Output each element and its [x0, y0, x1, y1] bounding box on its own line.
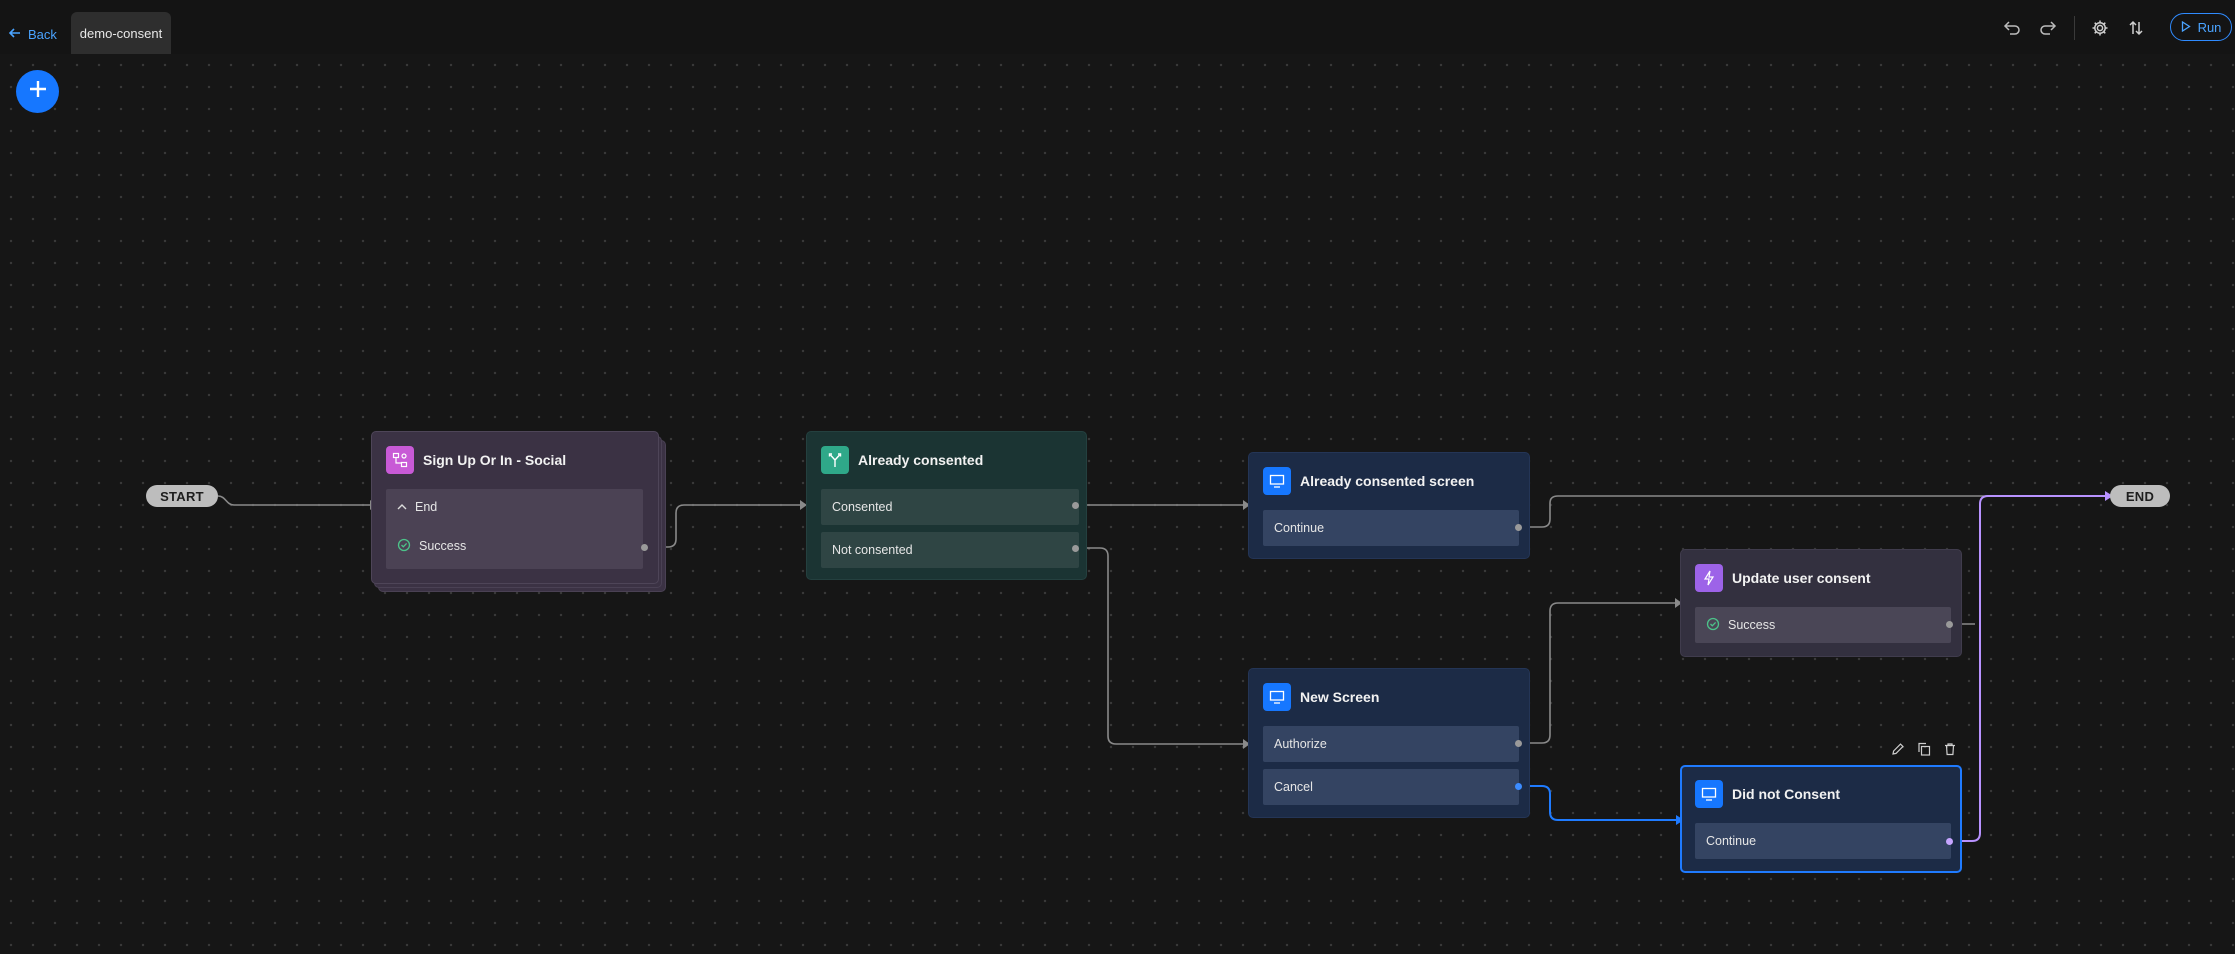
pencil-icon[interactable] — [1889, 740, 1906, 757]
output-handle[interactable] — [1072, 545, 1079, 552]
output-cancel[interactable]: Cancel — [1263, 769, 1519, 805]
node-title: Did not Consent — [1732, 786, 1841, 802]
output-continue[interactable]: Continue — [1695, 823, 1951, 859]
run-button[interactable]: Run — [2170, 13, 2232, 41]
edge-screen-end — [1519, 495, 2110, 528]
output-handle[interactable] — [1946, 621, 1953, 628]
node-title: Already consented screen — [1300, 473, 1475, 489]
back-label: Back — [28, 26, 57, 42]
edge-not-consented-new-screen — [1075, 547, 1243, 745]
edge-authorize-update — [1519, 602, 1675, 744]
node-already-consented-screen[interactable]: Already consented screen Continue — [1248, 452, 1530, 559]
node-title: Sign Up Or In - Social — [423, 452, 567, 468]
output-not-consented[interactable]: Not consented — [821, 532, 1079, 568]
output-handle[interactable] — [1515, 783, 1522, 790]
chevron-up-icon — [397, 500, 407, 514]
output-label: Continue — [1706, 834, 1757, 848]
node-header: Already consented — [821, 446, 983, 474]
output-label: Cancel — [1274, 780, 1313, 794]
output-label: Authorize — [1274, 737, 1327, 751]
edge-signup-already-consented — [645, 504, 800, 548]
sort-arrows-icon[interactable] — [2122, 14, 2150, 42]
flow-icon — [386, 446, 414, 474]
trash-icon[interactable] — [1941, 740, 1958, 757]
run-label: Run — [2197, 19, 2222, 35]
output-label: Consented — [832, 500, 893, 514]
output-label: End — [415, 500, 438, 514]
output-handle[interactable] — [1515, 524, 1522, 531]
tab-demo-consent[interactable]: demo-consent — [71, 12, 171, 54]
output-continue[interactable]: Continue — [1263, 510, 1519, 546]
output-handle[interactable] — [1946, 838, 1953, 845]
gear-icon[interactable] — [2086, 14, 2114, 42]
output-handle[interactable] — [1072, 502, 1079, 509]
monitor-icon — [1263, 467, 1291, 495]
node-already-consented[interactable]: Already consented Consented Not consente… — [806, 431, 1087, 580]
undo-icon[interactable] — [1998, 14, 2026, 42]
node-header: New Screen — [1263, 683, 1379, 711]
plus-icon — [28, 79, 48, 104]
copy-icon[interactable] — [1915, 740, 1932, 757]
check-circle-icon — [397, 538, 411, 555]
output-success[interactable]: Success — [386, 528, 643, 564]
monitor-icon — [1695, 780, 1723, 808]
lightning-icon — [1695, 564, 1723, 592]
output-handle[interactable] — [1515, 740, 1522, 747]
node-did-not-consent[interactable]: Did not Consent Continue — [1680, 765, 1962, 873]
node-update-user-consent[interactable]: Update user consent Success — [1680, 549, 1962, 657]
back-button[interactable]: Back — [8, 22, 57, 46]
condition-branch-icon — [821, 446, 849, 474]
output-consented[interactable]: Consented — [821, 489, 1079, 525]
node-title: New Screen — [1300, 689, 1380, 705]
node-header: Already consented screen — [1263, 467, 1474, 495]
output-label: Success — [1728, 618, 1776, 632]
toolbar-divider — [2074, 16, 2075, 40]
arrow-left-icon — [8, 26, 22, 43]
end-terminal[interactable]: END — [2110, 485, 2170, 507]
play-icon — [2181, 20, 2191, 35]
output-label: Success — [419, 539, 467, 553]
output-success[interactable]: Success — [1695, 607, 1951, 643]
add-node-button[interactable] — [16, 70, 59, 113]
node-header: Sign Up Or In - Social — [386, 446, 566, 474]
output-label: Not consented — [832, 543, 913, 557]
node-header: Update user consent — [1695, 564, 1870, 592]
redo-icon[interactable] — [2034, 14, 2062, 42]
node-actions-toolbar — [1889, 740, 1958, 757]
output-authorize[interactable]: Authorize — [1263, 726, 1519, 762]
monitor-icon — [1263, 683, 1291, 711]
node-title: Update user consent — [1732, 570, 1871, 586]
node-new-screen[interactable]: New Screen Authorize Cancel — [1248, 668, 1530, 818]
signup-outputs-panel — [386, 489, 643, 569]
output-handle[interactable] — [641, 544, 648, 551]
start-terminal[interactable]: START — [146, 485, 218, 507]
node-header: Did not Consent — [1695, 780, 1840, 808]
edge-start-signup — [217, 495, 370, 506]
node-title: Already consented — [858, 452, 984, 468]
output-label: Continue — [1274, 521, 1325, 535]
edge-did-not-consent-end — [1950, 495, 2108, 842]
edge-cancel-did-not-consent — [1519, 785, 1677, 821]
output-end[interactable]: End — [386, 489, 643, 525]
node-sign-up-or-in-social[interactable]: Sign Up Or In - Social End Success — [371, 431, 659, 584]
check-circle-icon — [1706, 617, 1720, 634]
